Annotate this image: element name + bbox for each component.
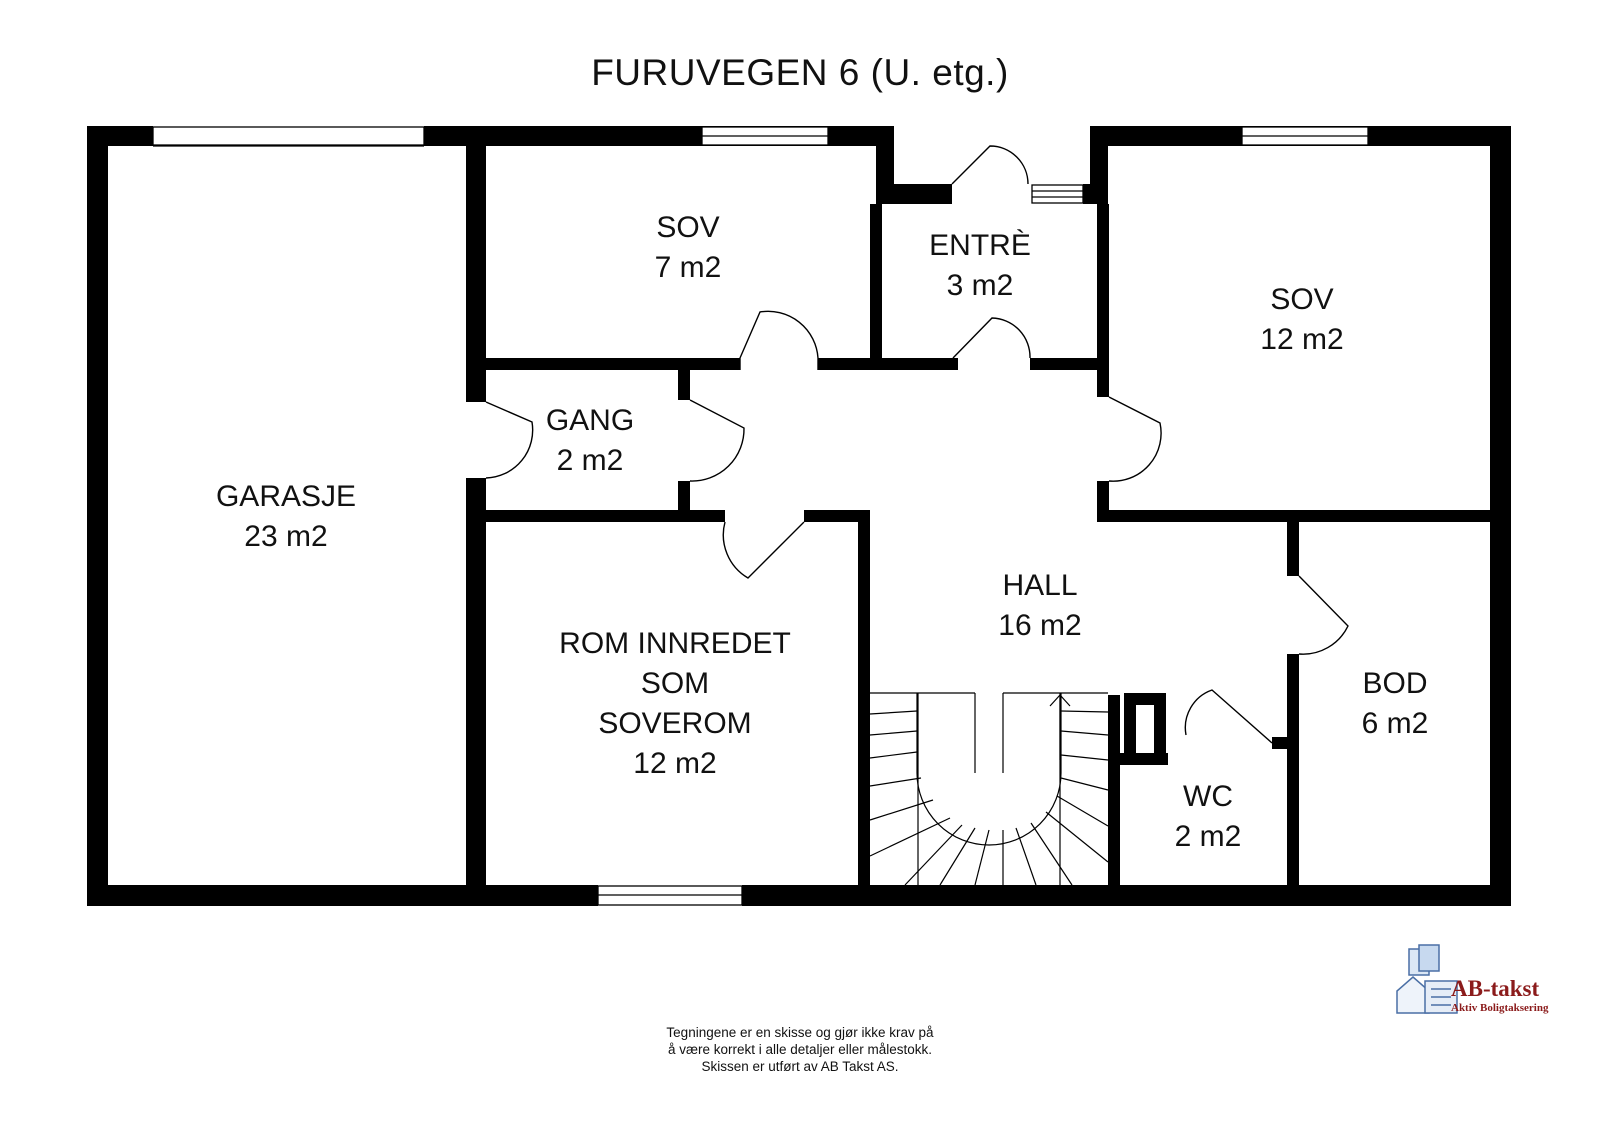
- room-name: SOV: [656, 211, 720, 244]
- room-garasje: GARASJE 23 m2: [166, 477, 406, 557]
- walls: [87, 126, 1511, 906]
- room-name: BOD: [1362, 667, 1428, 700]
- room-area: 12 m2: [633, 747, 717, 780]
- room-gang: GANG 2 m2: [520, 401, 660, 481]
- room-name-line-2: SOM: [640, 667, 710, 700]
- garage-door-opening: [152, 126, 425, 146]
- room-hall: HALL 16 m2: [940, 566, 1140, 646]
- room-area: 3 m2: [946, 269, 1014, 302]
- room-sov-small: SOV 7 m2: [568, 208, 808, 288]
- room-entre: ENTRÈ 3 m2: [880, 226, 1080, 306]
- room-name-line-1: ROM INNREDET: [559, 627, 791, 660]
- room-area: 2 m2: [1174, 820, 1242, 853]
- door-entre-main: [951, 145, 1029, 185]
- door-sov-large: [1108, 396, 1162, 482]
- logo-subtitle: Aktiv Boligtaksering: [1451, 1002, 1549, 1014]
- disclaimer-line-3: Skissen er utført av AB Takst AS.: [701, 1059, 899, 1074]
- room-area: 12 m2: [1260, 323, 1344, 356]
- room-name: GANG: [545, 404, 635, 437]
- room-area: 23 m2: [244, 520, 328, 553]
- door-garage: [485, 401, 534, 479]
- plan-title: FURUVEGEN 6 (U. etg.): [591, 52, 1009, 93]
- disclaimer-line-1: Tegningene er en skisse og gjør ikke kra…: [666, 1025, 934, 1040]
- room-area: 7 m2: [654, 251, 722, 284]
- room-name-line-3: SOVEROM: [598, 707, 752, 740]
- door-rom: [722, 521, 805, 579]
- disclaimer-line-2: å være korrekt i alle detaljer eller mål…: [667, 1042, 933, 1057]
- window-entre: [1031, 184, 1084, 204]
- room-area: 2 m2: [556, 444, 624, 477]
- room-area: 16 m2: [998, 609, 1082, 642]
- room-sov-large: SOV 12 m2: [1182, 280, 1422, 360]
- room-wc: WC 2 m2: [1118, 777, 1298, 857]
- door-gang: [689, 399, 745, 482]
- disclaimer: Tegningene er en skisse og gjør ikke kra…: [560, 1024, 1040, 1075]
- room-area: 6 m2: [1361, 707, 1429, 740]
- door-bod: [1298, 575, 1349, 655]
- company-logo: AB-takst Aktiv Boligtaksering: [1393, 950, 1553, 1020]
- windows: [152, 126, 1369, 906]
- door-sov-small: [739, 310, 819, 370]
- doors: [485, 145, 1349, 744]
- room-bod: BOD 6 m2: [1310, 664, 1480, 744]
- room-name: HALL: [1002, 569, 1078, 602]
- house-documents-icon: [1396, 944, 1458, 1014]
- door-wc: [1184, 689, 1273, 744]
- staircase: [869, 692, 1109, 886]
- door-entre-hall: [952, 317, 1031, 359]
- room-name: SOV: [1270, 283, 1334, 316]
- room-rom-innredet: ROM INNREDET SOM SOVEROM 12 m2: [520, 624, 830, 784]
- logo-name: AB-takst: [1451, 976, 1540, 1001]
- room-name: ENTRÈ: [929, 229, 1031, 262]
- room-name: WC: [1183, 780, 1233, 813]
- room-name: GARASJE: [215, 480, 357, 513]
